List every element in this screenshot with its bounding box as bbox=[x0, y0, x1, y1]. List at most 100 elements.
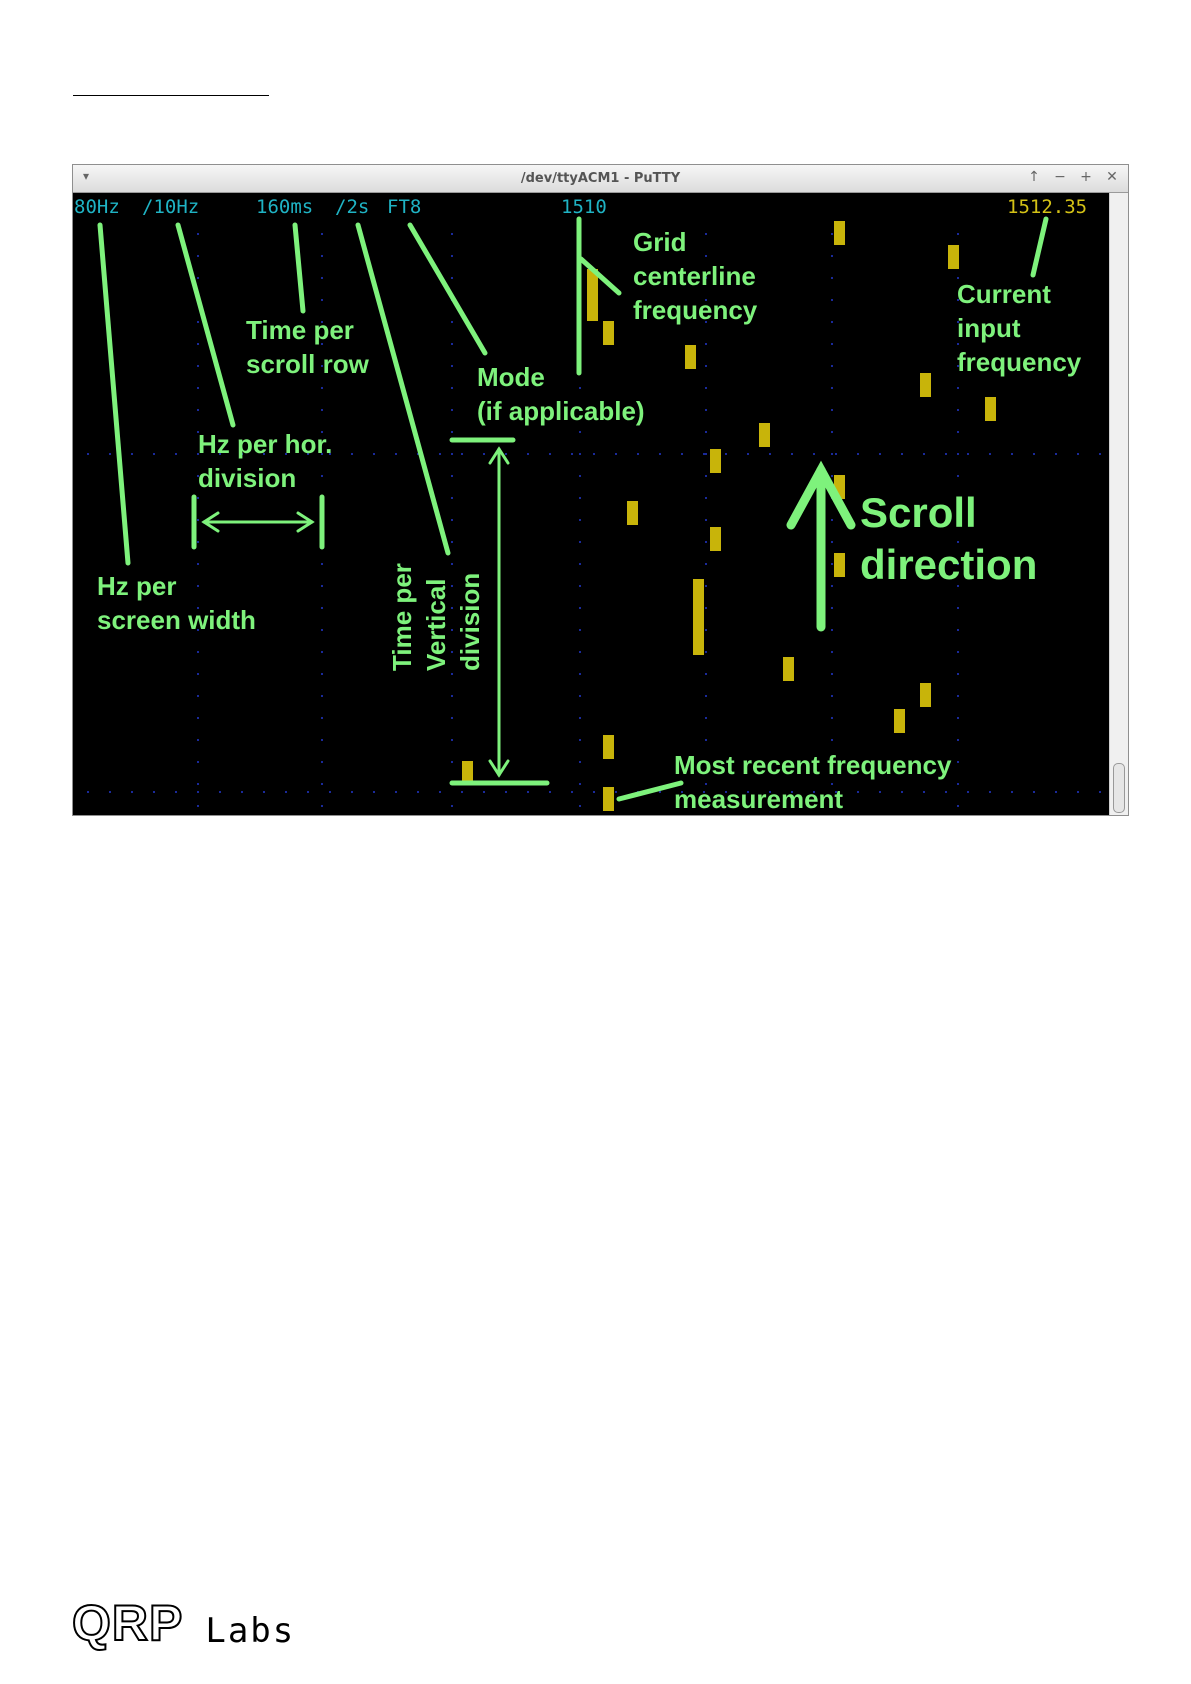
pointer-most-recent bbox=[619, 783, 681, 799]
move-up-icon[interactable]: ↑ bbox=[1026, 169, 1042, 185]
scrollbar-thumb[interactable] bbox=[1113, 763, 1125, 813]
hz-per-screen-readout: 80Hz bbox=[74, 197, 120, 217]
grid-dot bbox=[321, 585, 323, 587]
grid-dot bbox=[615, 453, 617, 455]
freq-mark bbox=[603, 321, 614, 345]
grid-dot bbox=[329, 791, 331, 793]
grid-dot bbox=[373, 791, 375, 793]
freq-mark bbox=[834, 553, 845, 577]
grid-dot bbox=[705, 651, 707, 653]
grid-dot bbox=[451, 761, 453, 763]
grid-dot bbox=[705, 717, 707, 719]
grid-dot bbox=[705, 453, 707, 455]
grid-dot bbox=[705, 541, 707, 543]
grid-dot bbox=[579, 629, 581, 631]
grid-dot bbox=[153, 791, 155, 793]
grid-dot bbox=[109, 453, 111, 455]
freq-mark bbox=[693, 579, 704, 655]
grid-dot bbox=[579, 475, 581, 477]
label-current-input-frequency: Current input frequency bbox=[957, 277, 1081, 379]
grid-dot bbox=[451, 453, 453, 455]
label-mode: Mode (if applicable) bbox=[477, 360, 645, 428]
grid-dot bbox=[1011, 791, 1013, 793]
grid-dot bbox=[659, 791, 661, 793]
grid-dot bbox=[197, 233, 199, 235]
grid-dot bbox=[197, 409, 199, 411]
pointer-time-per-div bbox=[358, 225, 448, 553]
grid-dot bbox=[197, 519, 199, 521]
grid-dot bbox=[351, 453, 353, 455]
grid-dot bbox=[957, 431, 959, 433]
qrp-labs-logo: QRP Labs bbox=[72, 1598, 295, 1648]
grid-dot bbox=[451, 673, 453, 675]
grid-dot bbox=[1033, 453, 1035, 455]
grid-dot bbox=[945, 453, 947, 455]
grid-dot bbox=[451, 365, 453, 367]
freq-mark bbox=[603, 787, 614, 811]
freq-mark bbox=[985, 397, 996, 421]
grid-dot bbox=[197, 673, 199, 675]
grid-dot bbox=[705, 585, 707, 587]
grid-dot bbox=[831, 519, 833, 521]
label-hz-per-hor-division: Hz per hor. division bbox=[198, 427, 332, 495]
grid-dot bbox=[831, 629, 833, 631]
grid-dot bbox=[831, 585, 833, 587]
title-bar[interactable]: ▾ /dev/ttyACM1 - PuTTY ↑ − + ✕ bbox=[73, 165, 1128, 193]
grid-dot bbox=[549, 453, 551, 455]
terminal-screen[interactable]: 80Hz /10Hz 160ms /2s FT8 1510 1512.35 Hz… bbox=[73, 193, 1110, 815]
grid-dot bbox=[451, 475, 453, 477]
freq-mark bbox=[603, 735, 614, 759]
grid-dot bbox=[321, 277, 323, 279]
grid-dot bbox=[957, 453, 959, 455]
grid-dot bbox=[831, 299, 833, 301]
vertical-scrollbar[interactable] bbox=[1109, 193, 1128, 815]
grid-dot bbox=[285, 791, 287, 793]
grid-dot bbox=[957, 695, 959, 697]
grid-dot bbox=[571, 791, 573, 793]
grid-dot bbox=[1077, 453, 1079, 455]
label-scroll-direction: Scroll direction bbox=[860, 487, 1037, 591]
grid-dot bbox=[989, 791, 991, 793]
grid-dot bbox=[241, 791, 243, 793]
grid-dot bbox=[197, 321, 199, 323]
grid-dot bbox=[1055, 453, 1057, 455]
grid-dot bbox=[831, 387, 833, 389]
grid-dot bbox=[831, 607, 833, 609]
grid-dot bbox=[483, 791, 485, 793]
grid-dot bbox=[831, 475, 833, 477]
grid-dot bbox=[637, 453, 639, 455]
minimize-icon[interactable]: − bbox=[1052, 169, 1068, 185]
grid-dot bbox=[769, 453, 771, 455]
grid-dot bbox=[321, 629, 323, 631]
grid-dot bbox=[967, 453, 969, 455]
grid-dot bbox=[197, 783, 199, 785]
grid-dot bbox=[321, 673, 323, 675]
grid-dot bbox=[989, 453, 991, 455]
freq-mark bbox=[894, 709, 905, 733]
grid-dot bbox=[321, 563, 323, 565]
grid-dot bbox=[957, 409, 959, 411]
grid-dot bbox=[451, 497, 453, 499]
top-rule bbox=[73, 95, 269, 96]
grid-dot bbox=[579, 453, 581, 455]
grid-dot bbox=[197, 365, 199, 367]
grid-dot bbox=[153, 453, 155, 455]
grid-dot bbox=[831, 343, 833, 345]
grid-dot bbox=[579, 519, 581, 521]
grid-dot bbox=[705, 563, 707, 565]
grid-dot bbox=[579, 761, 581, 763]
grid-dot bbox=[579, 783, 581, 785]
grid-dot bbox=[831, 255, 833, 257]
grid-dot bbox=[725, 453, 727, 455]
maximize-icon[interactable]: + bbox=[1078, 169, 1094, 185]
grid-dot bbox=[439, 791, 441, 793]
grid-dot bbox=[307, 791, 309, 793]
grid-dot bbox=[705, 409, 707, 411]
grid-dot bbox=[705, 343, 707, 345]
close-icon[interactable]: ✕ bbox=[1104, 169, 1120, 185]
grid-dot bbox=[451, 277, 453, 279]
freq-mark bbox=[685, 345, 696, 369]
grid-dot bbox=[451, 343, 453, 345]
grid-dot bbox=[439, 453, 441, 455]
grid-dot bbox=[263, 791, 265, 793]
